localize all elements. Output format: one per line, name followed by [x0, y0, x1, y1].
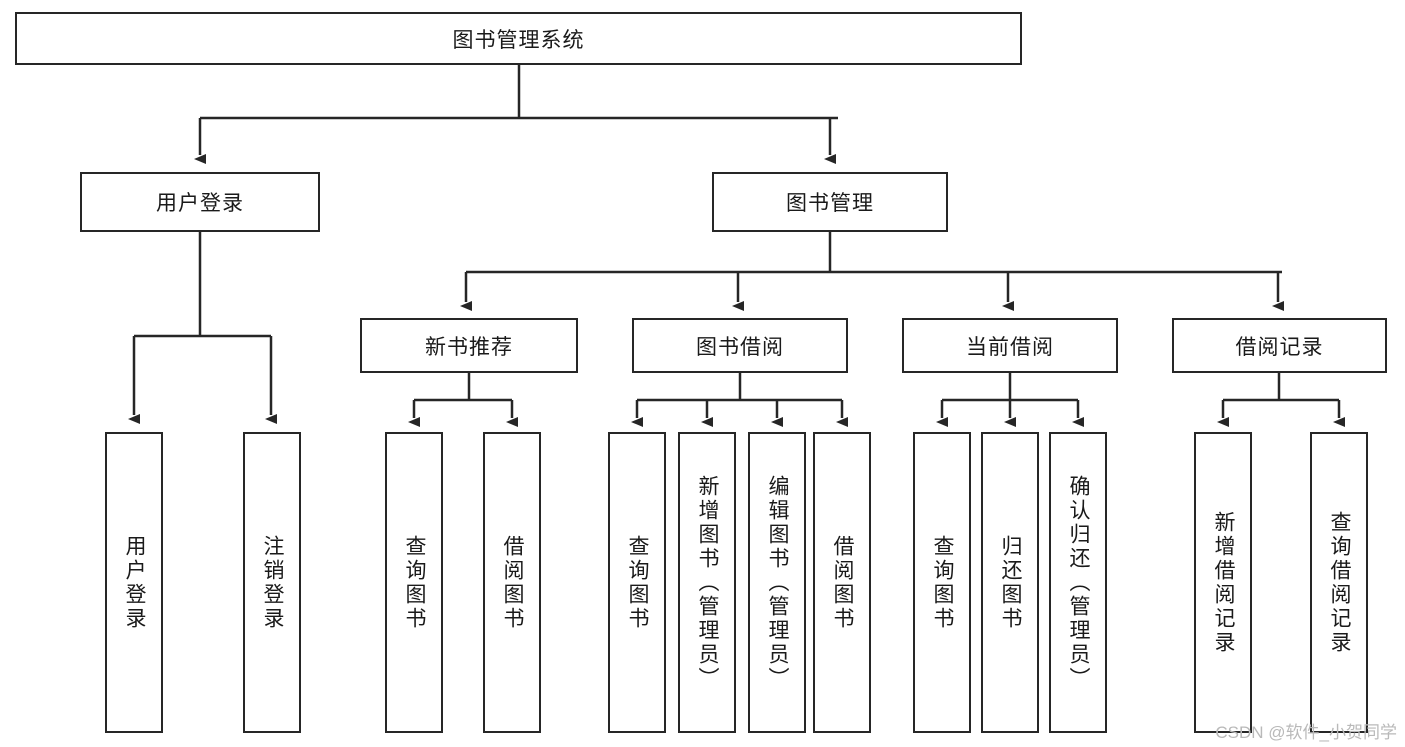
leaf-query-book-current-label: 查询图书 [931, 534, 955, 631]
node-book-borrow[interactable]: 图书借阅 [632, 318, 848, 373]
node-book-management[interactable]: 图书管理 [712, 172, 948, 232]
leaf-query-book-current[interactable]: 查询图书 [913, 432, 971, 733]
leaf-edit-book-admin[interactable]: 编辑图书（管理员） [748, 432, 806, 733]
leaf-logout[interactable]: 注销登录 [243, 432, 301, 733]
node-book-borrow-label: 图书借阅 [696, 335, 784, 359]
node-new-book-recommend-label: 新书推荐 [425, 335, 513, 359]
node-current-borrow[interactable]: 当前借阅 [902, 318, 1118, 373]
node-book-management-label: 图书管理 [786, 192, 874, 215]
leaf-query-borrow-record-label: 查询借阅记录 [1328, 510, 1352, 655]
leaf-user-login-label: 用户登录 [123, 534, 147, 631]
leaf-query-book-borrow[interactable]: 查询图书 [608, 432, 666, 733]
leaf-query-book-recommend[interactable]: 查询图书 [385, 432, 443, 733]
node-borrow-records[interactable]: 借阅记录 [1172, 318, 1387, 373]
node-current-borrow-label: 当前借阅 [966, 335, 1054, 359]
leaf-borrow-book-recommend-label: 借阅图书 [501, 534, 525, 631]
leaf-logout-label: 注销登录 [261, 534, 285, 631]
node-user-login-label: 用户登录 [156, 192, 244, 215]
leaf-add-borrow-record-label: 新增借阅记录 [1212, 510, 1236, 655]
leaf-confirm-return-admin-label: 确认归还（管理员） [1067, 474, 1091, 691]
leaf-user-login[interactable]: 用户登录 [105, 432, 163, 733]
node-user-login[interactable]: 用户登录 [80, 172, 320, 232]
leaf-query-book-recommend-label: 查询图书 [403, 534, 427, 631]
leaf-return-book-label: 归还图书 [999, 534, 1023, 631]
leaf-borrow-book-recommend[interactable]: 借阅图书 [483, 432, 541, 733]
node-root-label: 图书管理系统 [452, 28, 585, 52]
leaf-lend-book-label: 借阅图书 [831, 534, 855, 631]
leaf-lend-book[interactable]: 借阅图书 [813, 432, 871, 733]
leaf-query-book-borrow-label: 查询图书 [626, 534, 650, 631]
leaf-edit-book-admin-label: 编辑图书（管理员） [766, 474, 790, 691]
leaf-add-book-admin-label: 新增图书（管理员） [696, 474, 720, 691]
node-root[interactable]: 图书管理系统 [15, 12, 1022, 65]
leaf-add-borrow-record[interactable]: 新增借阅记录 [1194, 432, 1252, 733]
leaf-confirm-return-admin[interactable]: 确认归还（管理员） [1049, 432, 1107, 733]
node-new-book-recommend[interactable]: 新书推荐 [360, 318, 578, 373]
leaf-return-book[interactable]: 归还图书 [981, 432, 1039, 733]
leaf-query-borrow-record[interactable]: 查询借阅记录 [1310, 432, 1368, 733]
node-borrow-records-label: 借阅记录 [1235, 335, 1324, 359]
leaf-add-book-admin[interactable]: 新增图书（管理员） [678, 432, 736, 733]
